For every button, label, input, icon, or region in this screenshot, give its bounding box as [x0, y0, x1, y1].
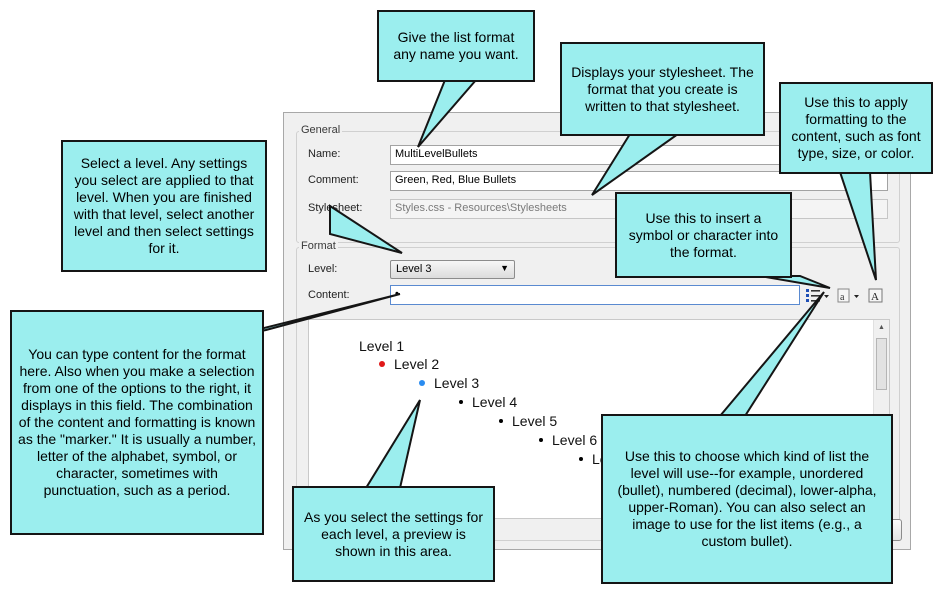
callout-stylesheet: Displays your stylesheet. The format tha… [560, 42, 765, 136]
callout-name-text: Give the list format any name you want. [393, 29, 519, 62]
scroll-thumb[interactable] [876, 338, 887, 390]
callout-format-text: Use this to apply formatting to the cont… [791, 94, 921, 161]
format-icon: A [868, 288, 883, 303]
preview-line-text: Level 2 [394, 356, 440, 372]
name-callout-tail [417, 79, 479, 148]
preview-line-text: Level 1 [359, 338, 405, 354]
callout-format: Use this to apply formatting to the cont… [779, 82, 933, 174]
preview-line: Level 4 [459, 394, 517, 410]
preview-callout-tail [364, 399, 421, 489]
callout-list-type-text: Use this to choose which kind of list th… [617, 448, 877, 549]
callout-list-type: Use this to choose which kind of list th… [601, 414, 893, 584]
scroll-up-icon[interactable]: ▲ [878, 324, 885, 331]
level-label: Level: [308, 263, 338, 275]
preview-line: Level 3 [419, 375, 479, 391]
comment-field[interactable]: Green, Red, Blue Bullets [390, 171, 888, 191]
name-label: Name: [308, 148, 341, 160]
preview-line-text: Level 5 [512, 413, 558, 429]
list-type-callout-tail [717, 291, 825, 417]
callout-level: Select a level. Any settings you select … [61, 140, 267, 272]
general-group-title: General [299, 124, 343, 136]
bullet-icon [459, 400, 463, 405]
callout-preview-text: As you select the settings for each leve… [304, 508, 483, 559]
preview-line: Level 1 [359, 338, 404, 354]
bullet-icon [379, 361, 385, 368]
callout-symbol: Use this to insert a symbol or character… [615, 192, 792, 278]
content-label: Content: [308, 289, 350, 301]
format-button[interactable]: A [866, 285, 886, 305]
callout-symbol-text: Use this to insert a symbol or character… [628, 209, 779, 260]
insert-symbol-button[interactable]: a [836, 285, 862, 305]
insert-symbol-icon: a [837, 288, 859, 303]
stylesheet-label: Stylesheet: [308, 202, 363, 214]
format-group [296, 247, 900, 541]
comment-label: Comment: [308, 174, 359, 186]
callout-content: You can type content for the format here… [10, 310, 264, 535]
callout-name: Give the list format any name you want. [377, 10, 535, 82]
callout-stylesheet-text: Displays your stylesheet. The format tha… [571, 63, 754, 114]
preview-line-text: Level 4 [472, 394, 518, 410]
level-dropdown-value: Level 3 [396, 263, 432, 275]
level-callout-tail [329, 204, 403, 254]
preview-line: Level 2 [379, 356, 439, 372]
format-group-title: Format [299, 240, 338, 252]
bullet-icon [419, 380, 425, 387]
svg-text:a: a [840, 292, 845, 303]
bullet-icon [539, 438, 543, 443]
callout-content-text: You can type content for the format here… [18, 346, 256, 498]
stylesheet-callout-tail [591, 133, 682, 196]
level-dropdown[interactable]: Level 3 ▼ [390, 260, 515, 279]
preview-line: Level 6 [539, 432, 597, 448]
callout-level-text: Select a level. Any settings you select … [73, 155, 255, 256]
bullet-icon [579, 457, 583, 462]
preview-line: Level 5 [499, 413, 557, 429]
format-callout-tail [838, 171, 877, 281]
preview-line-text: Level 3 [434, 375, 480, 391]
callout-preview: As you select the settings for each leve… [292, 486, 495, 582]
bullet-icon [499, 419, 503, 424]
svg-text:A: A [871, 291, 879, 303]
content-field[interactable]: • [390, 285, 800, 305]
preview-line-text: Level 6 [552, 432, 598, 448]
chevron-down-icon: ▼ [500, 263, 509, 273]
